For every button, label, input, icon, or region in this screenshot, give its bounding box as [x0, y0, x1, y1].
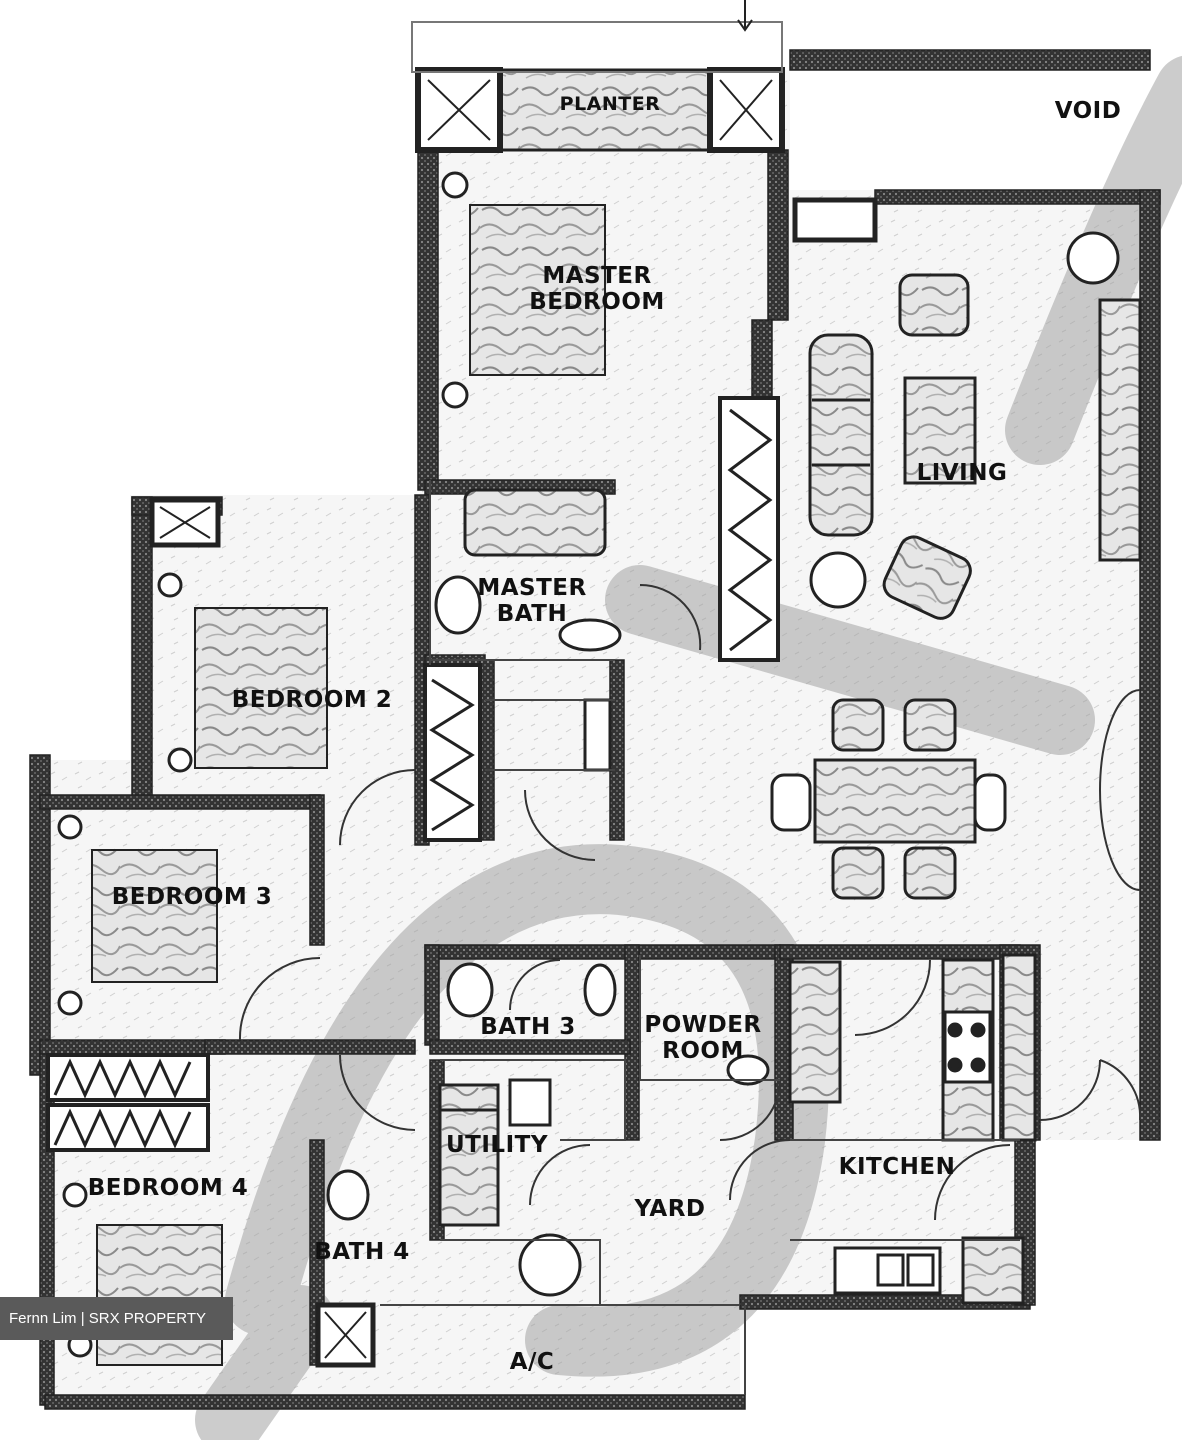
- label-ac-ledge-line: A/C: [510, 1349, 555, 1375]
- label-void: VOID: [1055, 98, 1122, 124]
- interior-lines: [380, 480, 1020, 1395]
- label-bath-3: BATH 3: [480, 1014, 576, 1040]
- label-planter-line: PLANTER: [560, 93, 661, 115]
- label-utility: UTILITY: [446, 1132, 548, 1158]
- wardrobes: [46, 396, 780, 1152]
- photo-credit: Fernn Lim | SRX PROPERTY: [0, 1297, 233, 1340]
- label-bedroom-4: BEDROOM 4: [88, 1175, 249, 1201]
- label-living: LIVING: [917, 460, 1008, 486]
- label-yard: YARD: [633, 1196, 705, 1222]
- label-bedroom-3: BEDROOM 3: [112, 884, 273, 910]
- bath-fixtures: [326, 488, 770, 1297]
- label-powder-room-line: ROOM: [662, 1038, 744, 1064]
- label-bath-4-line: BATH 4: [314, 1239, 410, 1265]
- label-bedroom-2: BEDROOM 2: [232, 687, 393, 713]
- dining-set: [770, 698, 1007, 900]
- label-ac-ledge: A/C: [510, 1349, 555, 1375]
- label-bedroom-4-line: BEDROOM 4: [88, 1175, 249, 1201]
- door-swings: [238, 583, 1142, 1221]
- beds: [91, 204, 606, 1366]
- label-planter: PLANTER: [560, 93, 661, 115]
- label-master-bath-line: BATH: [497, 601, 567, 627]
- label-void-line: VOID: [1055, 98, 1122, 124]
- living-furniture: [808, 231, 1142, 620]
- label-bedroom-3-line: BEDROOM 3: [112, 884, 273, 910]
- bed-4: [96, 1224, 223, 1366]
- label-bath-3-line: BATH 3: [480, 1014, 576, 1040]
- label-kitchen-line: KITCHEN: [839, 1154, 956, 1180]
- label-master-bedroom-line: MASTER: [542, 263, 651, 289]
- label-yard-line: YARD: [633, 1196, 705, 1222]
- service-shafts: [149, 197, 878, 1368]
- bed-master: [469, 204, 606, 376]
- label-bedroom-2-line: BEDROOM 2: [232, 687, 393, 713]
- label-utility-line: UTILITY: [446, 1132, 548, 1158]
- label-powder-room-line: POWDER: [644, 1012, 761, 1038]
- planter-box: [411, 21, 785, 153]
- label-living-line: LIVING: [917, 460, 1008, 486]
- bed-3: [91, 849, 218, 983]
- bed-2: [194, 607, 328, 769]
- north-arrow: [737, 0, 753, 32]
- label-kitchen: KITCHEN: [839, 1154, 956, 1180]
- label-master-bath-line: MASTER: [477, 575, 586, 601]
- label-bath-4: BATH 4: [314, 1239, 410, 1265]
- kitchen-fittings: [788, 953, 1037, 1305]
- label-master-bedroom-line: BEDROOM: [529, 289, 665, 315]
